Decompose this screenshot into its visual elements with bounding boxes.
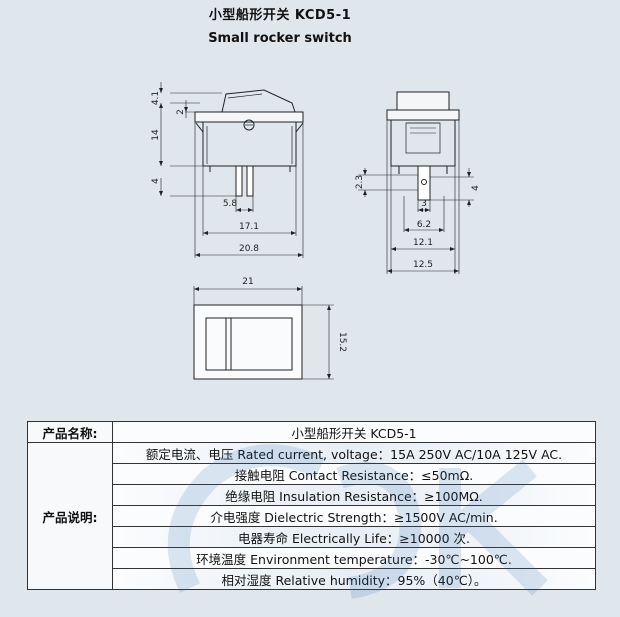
dim-17-1: 17.1 [239,222,259,232]
spec-environment-temperature: 环境温度 Environment temperature：-30℃~100℃. [112,547,596,569]
spec-rated-current: 额定电流、电压 Rated current, voltage：15A 250V … [112,442,596,464]
product-name-value: 小型船形开关 KCD5-1 [112,421,596,443]
dim-5-8: 5.8 [223,199,238,209]
spec-electrical-life: 电器寿命 Electrically Life：≥10000 次. [112,526,596,548]
title-chinese: 小型船形开关 KCD5-1 [208,8,352,23]
spec-relative-humidity: 相对湿度 Relative humidity：95%（40℃）。 [112,568,596,590]
dim-4-1: 4.1 [151,91,161,105]
dim-2-3: 2.3 [355,175,365,189]
title-block: 小型船形开关 KCD5-1 Small rocker switch [0,4,560,46]
spec-insulation-resistance: 绝缘电阻 Insulation Resistance：≥100MΩ. [112,484,596,506]
table-row: 产品名称: 小型船形开关 KCD5-1 [27,421,596,443]
dim-12-1: 12.1 [413,238,433,248]
dim-20-8: 20.8 [239,244,259,254]
front-view [193,286,334,380]
dim-2: 2 [176,109,186,115]
spec-contact-resistance: 接触电阻 Contact Resistance：≤50mΩ. [112,463,596,485]
technical-drawing: 4.1 2 14 4 5.8 17.1 20.8 2.3 4 3 6.2 12.… [151,82,481,380]
table-row: 电器寿命 Electrically Life：≥10000 次. [28,526,596,548]
table-row: 环境温度 Environment temperature：-30℃~100℃. [28,547,596,569]
spec-table: 产品名称: 小型船形开关 KCD5-1 产品说明: 额定电流、电压 Rated … [27,421,596,590]
table-row: 产品说明: 额定电流、电压 Rated current, voltage：15A… [27,442,596,590]
dim-21: 21 [242,277,253,287]
dim-12-5: 12.5 [413,260,433,270]
product-desc-label: 产品说明: [27,442,113,590]
dim-4-end: 4 [471,185,481,191]
table-row: 介电强度 Dielectric Strength：≥1500V AC/min. [28,505,596,527]
dim-4-side: 4 [151,178,161,184]
dim-3: 3 [421,199,427,209]
product-name-label: 产品名称: [27,421,113,443]
table-row: 相对湿度 Relative humidity：95%（40℃）。 [28,568,596,590]
dim-14: 14 [151,129,161,141]
table-row: 接触电阻 Contact Resistance：≤50mΩ. [28,463,596,485]
dim-6-2: 6.2 [417,220,431,230]
table-row: 绝缘电阻 Insulation Resistance：≥100MΩ. [28,484,596,506]
spec-dielectric-strength: 介电强度 Dielectric Strength：≥1500V AC/min. [112,505,596,527]
end-view [358,91,474,274]
side-view [159,82,304,258]
title-english: Small rocker switch [208,31,352,46]
dim-15-2: 15.2 [337,332,347,352]
